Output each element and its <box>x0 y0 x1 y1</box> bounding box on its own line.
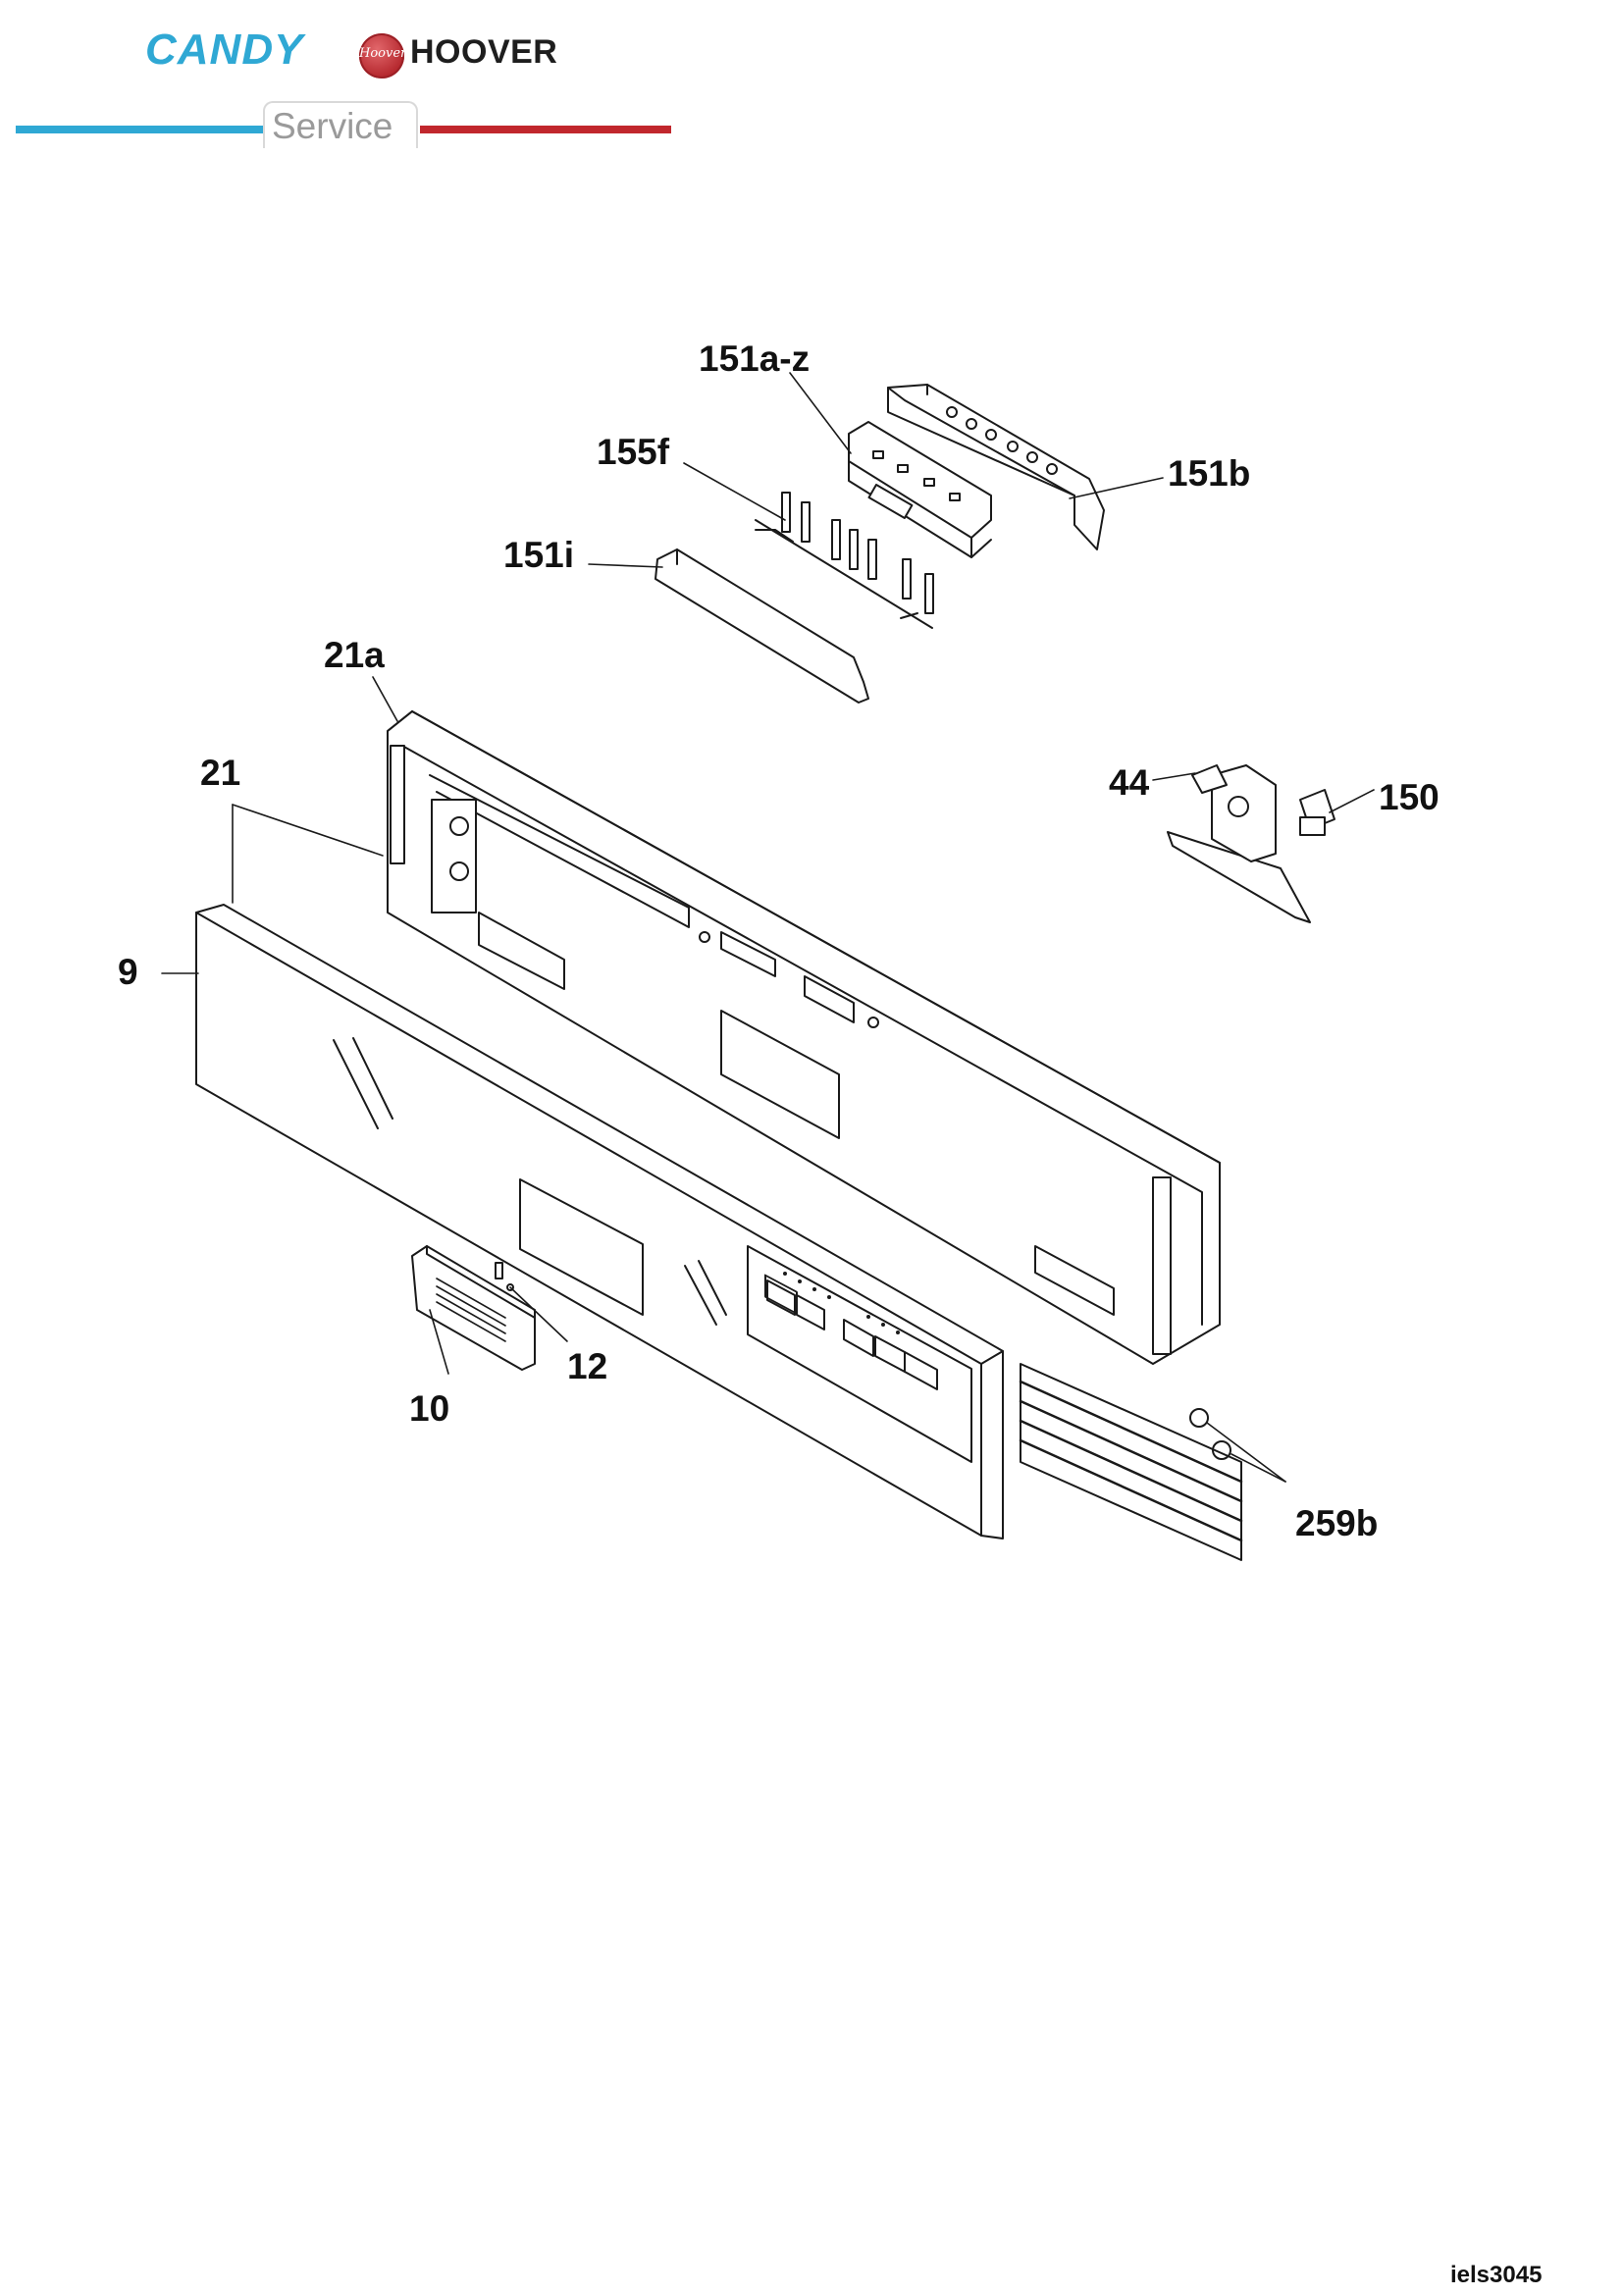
part-12-spring <box>495 1262 514 1291</box>
service-label: Service <box>272 106 393 146</box>
hoover-badge-text: Hoover <box>359 46 407 61</box>
callout-150: 150 <box>1379 777 1440 817</box>
blue-rule <box>16 126 267 133</box>
service-tab <box>263 101 418 148</box>
part-259b-strips <box>1019 1363 1243 1561</box>
callout-155f: 155f <box>597 432 670 472</box>
part-9-fascia <box>195 904 1004 1539</box>
hoover-badge-icon: Hoover <box>359 33 407 78</box>
callout-9: 9 <box>118 952 138 992</box>
callout-151b: 151b <box>1168 453 1250 494</box>
callout-labels: 151a-z 151b 155f 151i 21a 44 150 21 9 12… <box>118 339 1440 1543</box>
part-151a-board <box>848 421 992 558</box>
callout-21a: 21a <box>324 635 385 675</box>
candy-logo: CANDY <box>145 26 304 74</box>
part-21a-housing <box>387 710 1221 1365</box>
part-151b-bracket <box>887 384 1105 550</box>
callout-10: 10 <box>409 1388 449 1429</box>
callout-151a-z: 151a-z <box>699 339 810 379</box>
callout-151i: 151i <box>503 535 574 575</box>
part-151i-bracket <box>654 548 869 704</box>
hoover-logo: HOOVER <box>410 33 558 71</box>
brand-header: CANDY Hoover HOOVER Service <box>0 0 687 157</box>
callout-12: 12 <box>567 1346 607 1386</box>
callout-259b: 259b <box>1295 1503 1378 1543</box>
leader-lines <box>161 372 1375 1483</box>
diagram-reference-code: iels3045 <box>1450 2262 1543 2288</box>
part-10-handle <box>411 1245 536 1371</box>
callout-21: 21 <box>200 753 240 793</box>
part-155f-switches <box>755 492 934 629</box>
red-rule <box>420 126 671 133</box>
callout-44: 44 <box>1109 762 1150 803</box>
part-44-latch <box>1167 764 1335 923</box>
